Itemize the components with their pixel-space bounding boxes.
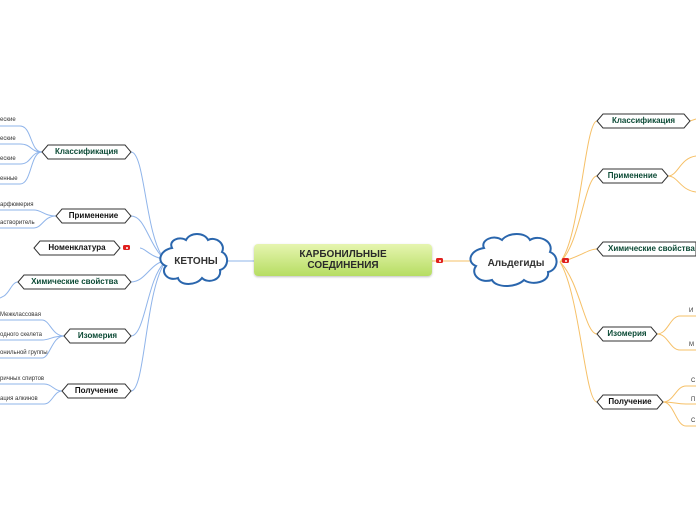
ketones-classification-leaf[interactable]: енные — [0, 176, 18, 182]
central-topic-line2: СОЕДИНЕНИЯ — [307, 260, 379, 271]
ketones-application-leaf[interactable]: астворитель — [0, 220, 35, 226]
ketones-classification-leaf[interactable]: еские — [0, 156, 16, 162]
aldehyde-branch-lines — [559, 118, 696, 427]
ketones-isomerism-leaf[interactable]: онильной группы — [0, 350, 48, 356]
ketones-cloud-shape — [159, 233, 228, 285]
ketones-isomerism-leaf[interactable]: одного скелета — [0, 332, 42, 338]
aldehydes-production-leaf[interactable]: П — [691, 397, 696, 403]
aldehydes-cloud-shape — [469, 233, 558, 287]
ketones-production-leaf[interactable]: ация алкинов — [0, 396, 38, 402]
ketone-branch-lines — [0, 125, 165, 405]
aldehydes-application-node[interactable]: Применение — [607, 171, 658, 180]
aldehyde-node-shapes — [596, 113, 696, 410]
aldehydes-classification-node[interactable]: Классификация — [611, 116, 676, 125]
ketone-node-shapes — [17, 144, 132, 399]
ketones-nomenclature-node[interactable]: Номенклатура — [48, 243, 106, 252]
central-topic-line1: КАРБОНИЛЬНЫЕ — [299, 249, 387, 260]
ketones-application-node[interactable]: Применение — [68, 211, 119, 220]
aldehydes-isomerism-leaf[interactable]: М — [689, 342, 694, 348]
ketones-production-node[interactable]: Получение — [74, 386, 119, 395]
aldehydes-hub[interactable]: Альдегиды — [487, 258, 545, 269]
aldehydes-chemical-node[interactable]: Химические свойства — [608, 244, 695, 253]
aldehydes-production-leaf[interactable]: С — [691, 378, 696, 384]
ketones-classification-leaf[interactable]: еские — [0, 136, 16, 142]
aldehydes-production-node[interactable]: Получение — [608, 397, 652, 406]
ketones-isomerism-leaf[interactable]: Межклассовая — [0, 312, 41, 318]
collapse-tag-icon[interactable] — [562, 258, 569, 263]
ketones-classification-leaf[interactable]: еские — [0, 117, 16, 123]
ketones-production-leaf[interactable]: ричных спиртов — [0, 376, 45, 382]
collapse-tag-icon[interactable] — [123, 245, 130, 250]
ketones-application-leaf[interactable]: арфюмерия — [0, 202, 34, 208]
ketones-classification-node[interactable]: Классификация — [54, 147, 119, 156]
ketones-isomerism-node[interactable]: Изомерия — [77, 331, 118, 340]
aldehydes-isomerism-leaf[interactable]: И — [689, 308, 694, 314]
ketones-hub[interactable]: КЕТОНЫ — [174, 256, 218, 267]
aldehydes-production-leaf[interactable]: С — [691, 418, 696, 424]
central-topic[interactable]: КАРБОНИЛЬНЫЕ СОЕДИНЕНИЯ — [254, 244, 432, 276]
aldehydes-isomerism-node[interactable]: Изомерия — [607, 329, 647, 338]
collapse-tag-icon[interactable] — [436, 258, 443, 263]
ketones-chemical-node[interactable]: Химические свойства — [31, 277, 118, 286]
